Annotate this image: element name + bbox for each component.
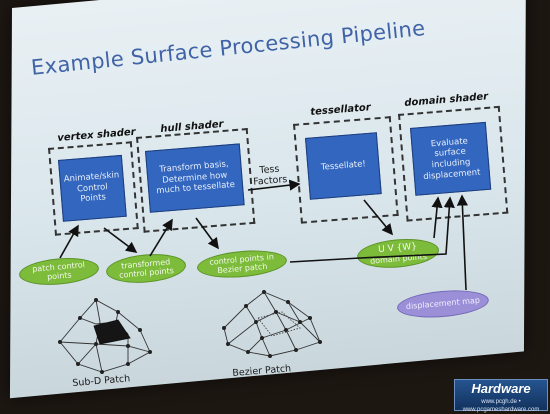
tess-factors-label: Tess Factors: [252, 163, 288, 189]
vertex-shader-box: Animate/skin Control Points: [58, 154, 127, 222]
hull-shader-box: Transform basis, Determine how much to t…: [145, 143, 245, 213]
watermark-url: www.pcgh.de • www.pcgameshardware.com: [462, 399, 540, 413]
watermark-brand: Hardware: [471, 381, 531, 396]
pcgh-watermark: Hardware www.pcgh.de • www.pcgameshardwa…: [454, 379, 548, 413]
tessellator-box: Tessellate!: [305, 132, 382, 200]
domain-shader-box: Evaluate surface including displacement: [410, 121, 492, 196]
